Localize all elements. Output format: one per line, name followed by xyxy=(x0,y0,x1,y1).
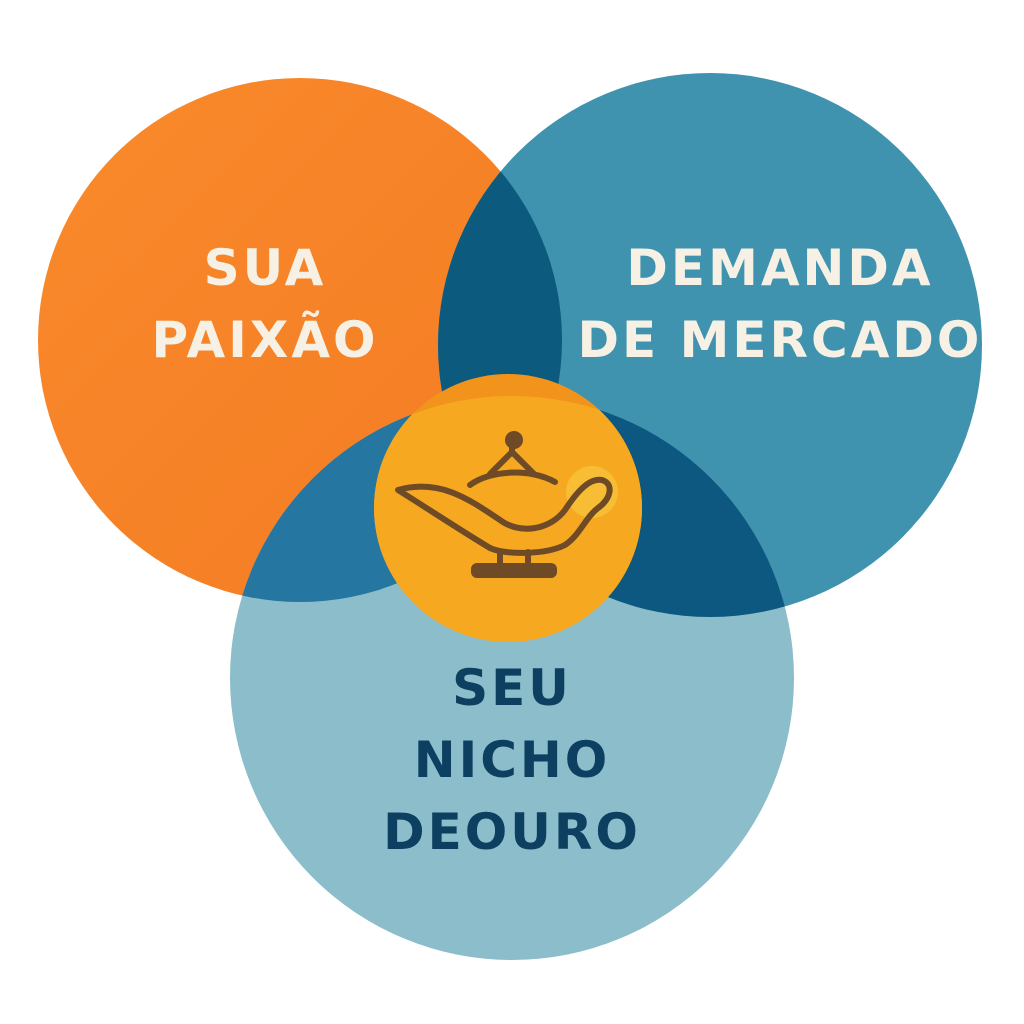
passion-niche-overlap xyxy=(230,396,562,602)
market-label-line: DE MERCADO xyxy=(577,311,983,369)
niche-label-line: NICHO xyxy=(413,731,611,789)
niche-label-line: SEU xyxy=(452,659,572,717)
market-label: DEMANDA DE MERCADO xyxy=(575,232,985,376)
passion-label-line: PAIXÃO xyxy=(151,311,379,369)
magic-lamp-icon xyxy=(395,431,618,578)
market-niche-overlap xyxy=(438,396,794,617)
market-label-line: DEMANDA xyxy=(626,239,934,297)
niche-label-line: DEOURO xyxy=(383,803,641,861)
passion-label-line: SUA xyxy=(203,239,327,297)
niche-label: SEU NICHO DEOURO xyxy=(362,652,662,868)
passion-label: SUA PAIXÃO xyxy=(120,232,410,376)
